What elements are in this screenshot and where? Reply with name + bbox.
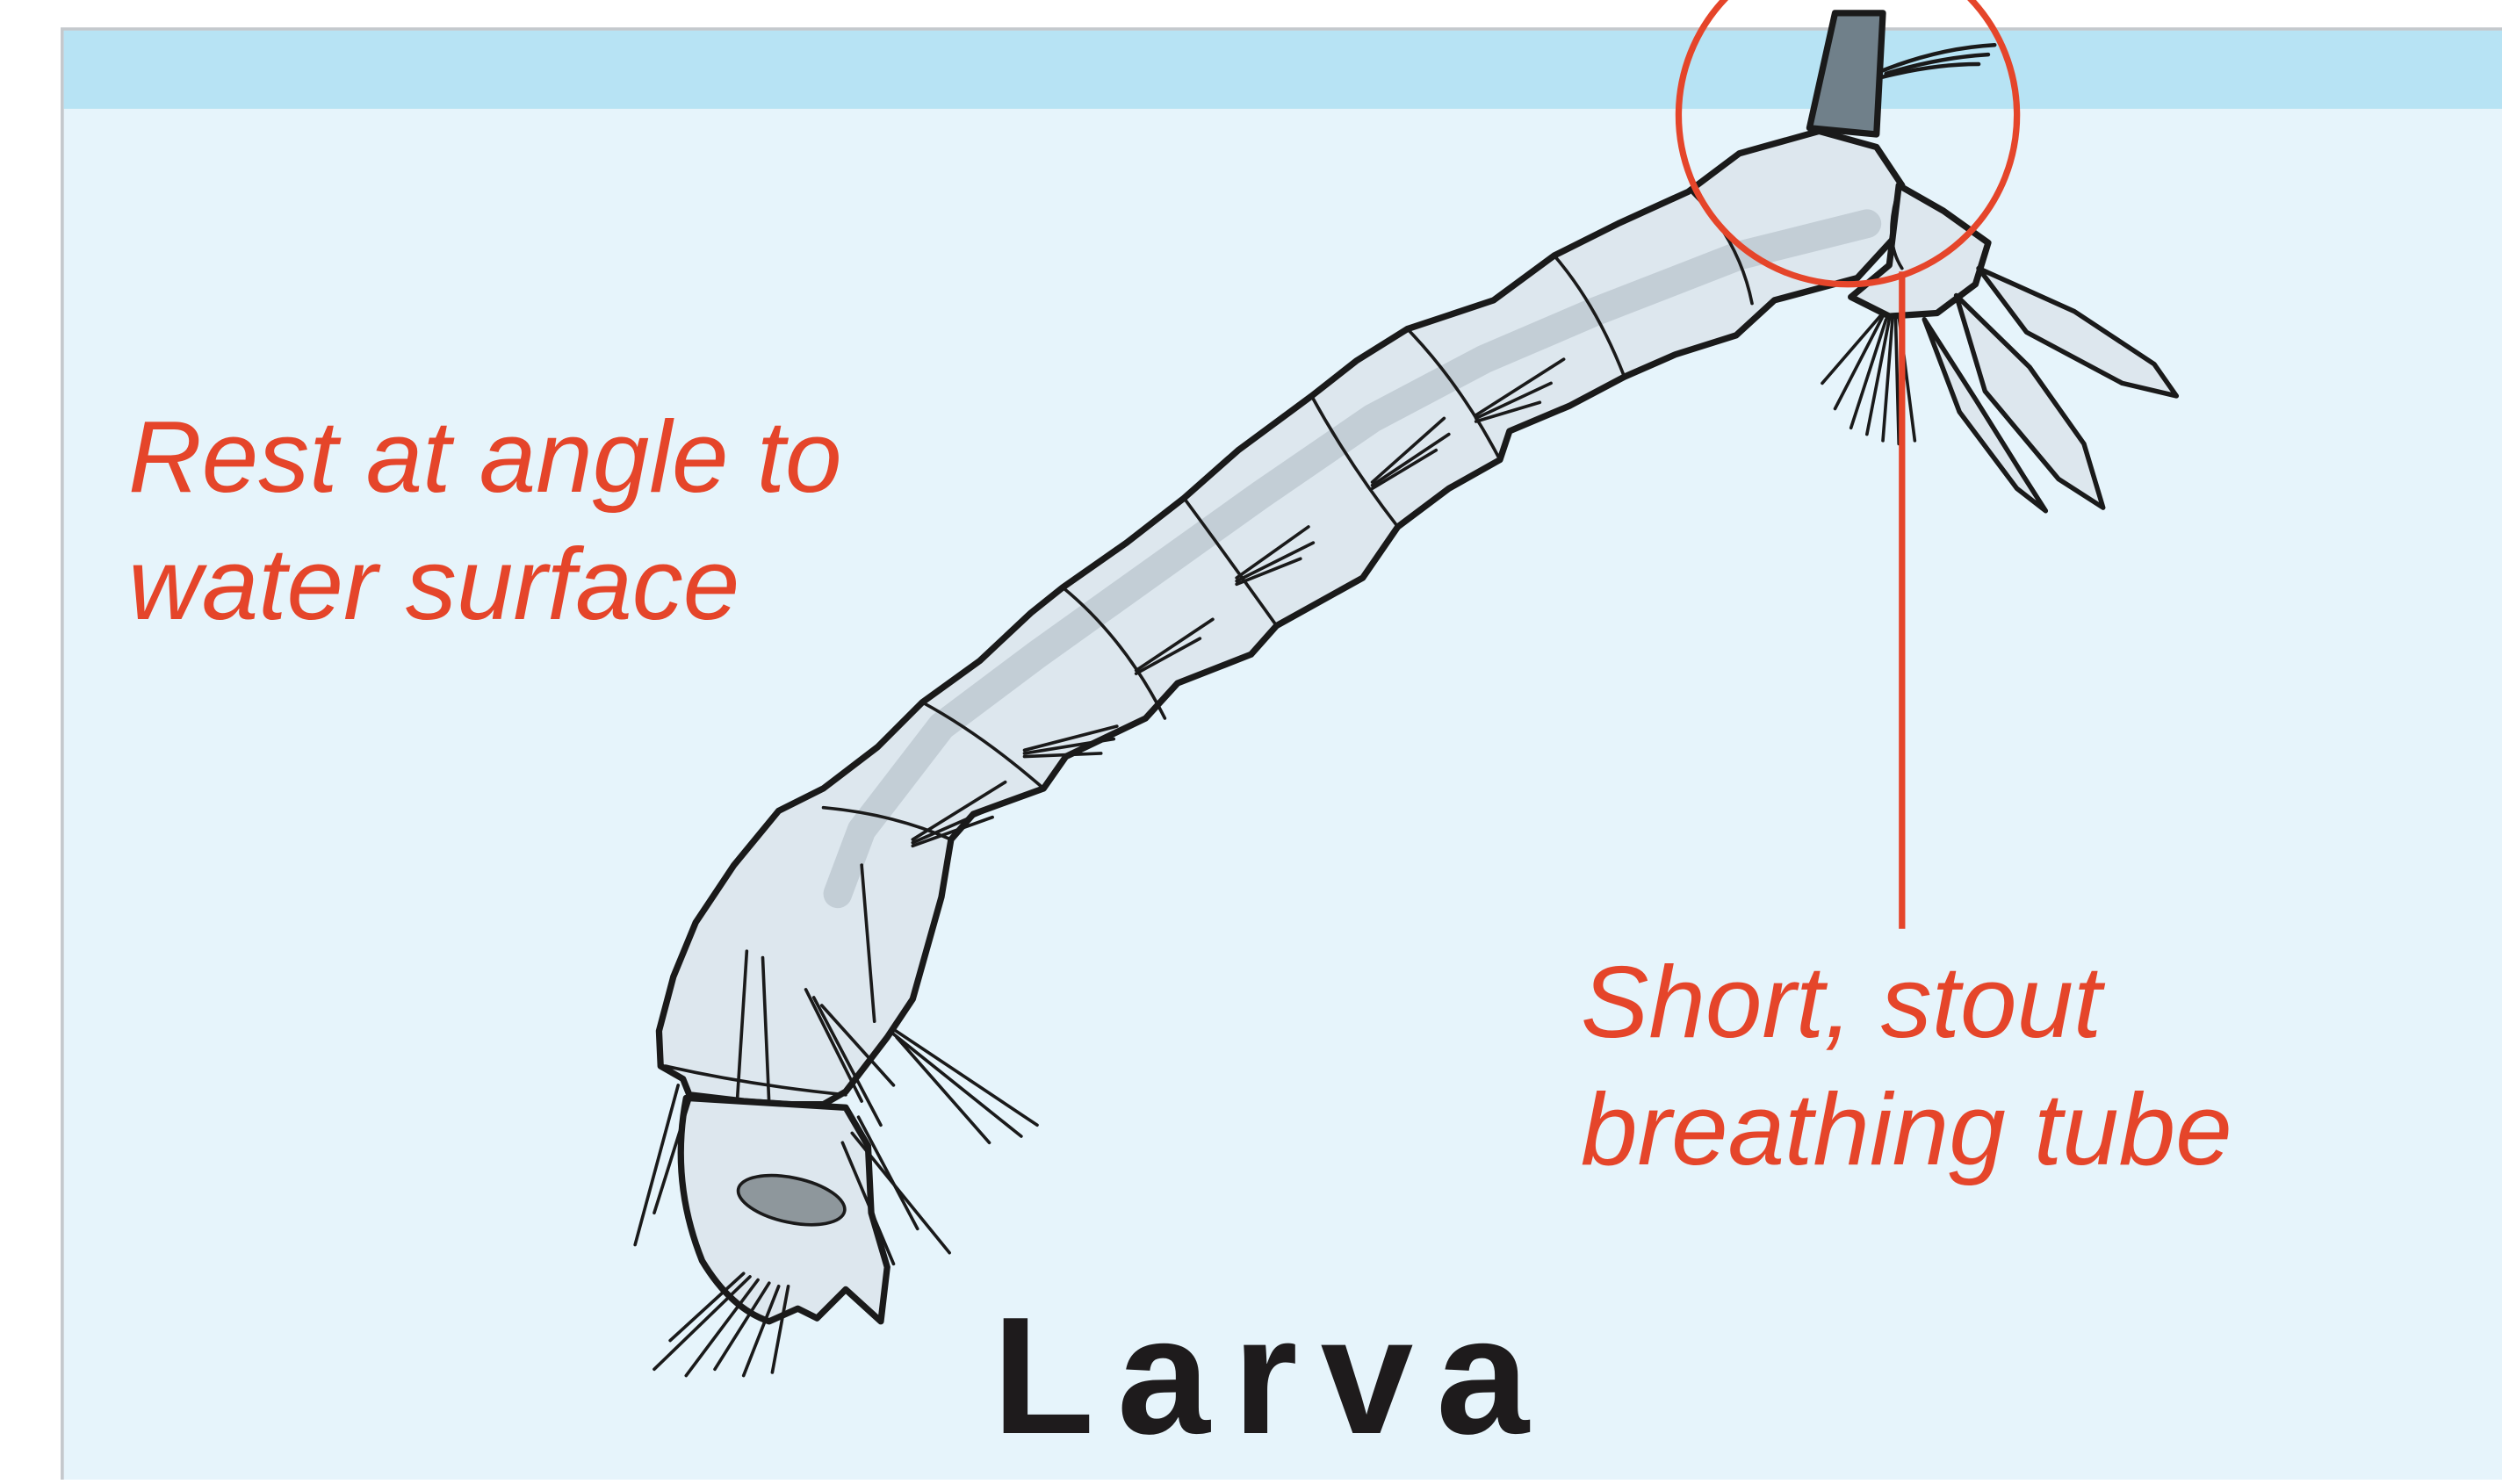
rest-angle-line2: water surface	[128, 521, 842, 648]
rest-angle-line1: Rest at angle to	[128, 393, 842, 521]
breathing-tube-annotation: Short, stout breathing tube	[1581, 939, 2232, 1193]
breathing-tube-line1: Short, stout	[1581, 939, 2232, 1066]
water-surface	[64, 31, 2502, 109]
water-body	[62, 29, 2502, 1480]
rest-angle-annotation: Rest at angle to water surface	[128, 393, 842, 648]
diagram-title: Larva	[992, 1293, 1552, 1459]
breathing-tube-line2: breathing tube	[1581, 1066, 2232, 1193]
